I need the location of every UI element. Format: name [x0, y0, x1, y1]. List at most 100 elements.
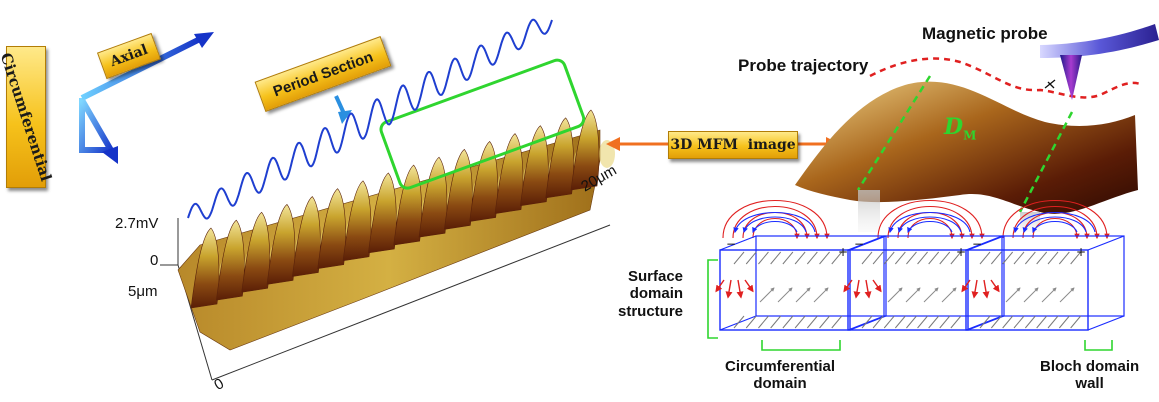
surface-ridge	[570, 109, 600, 191]
mfm-signal-line	[187, 18, 553, 220]
hatch-line	[990, 251, 1002, 265]
magnetization-arrow	[1059, 287, 1075, 303]
hatch-line	[758, 315, 769, 329]
hatch-line	[861, 251, 873, 265]
hatch-line	[758, 251, 769, 265]
domain-block-edge	[1087, 315, 1125, 331]
stray-field-loop-blue	[752, 220, 798, 234]
domain-block-back	[883, 235, 1005, 317]
magnetization-arrow	[887, 287, 903, 303]
hatch-line	[1024, 315, 1036, 329]
magnetization-arrow	[795, 287, 811, 303]
mfm-surface	[795, 81, 1138, 214]
hatch-line	[939, 251, 951, 265]
bloch-bracket	[1084, 340, 1113, 351]
surface-bump	[599, 140, 615, 168]
hatch-line	[819, 251, 830, 265]
stray-field-loop	[722, 200, 830, 240]
hatch-line	[1070, 251, 1082, 265]
domain-block-edge	[849, 235, 887, 251]
stray-field-loop	[887, 206, 975, 240]
surface-ridges	[190, 109, 615, 309]
wall-spin-arrow	[853, 279, 861, 299]
hatch-line	[979, 251, 991, 265]
axial-direction-arrow-icon	[80, 35, 204, 101]
magnetization-arrow	[1041, 287, 1057, 303]
hatch-line	[872, 251, 884, 265]
hatch-line	[770, 251, 782, 265]
charge-mark: +	[838, 245, 848, 259]
circumferential-bracket	[761, 340, 841, 351]
stray-field-lines	[722, 200, 1110, 240]
domain-block-edge	[1087, 235, 1125, 251]
stray-field-loop-blue	[1013, 211, 1096, 234]
hatch-line	[1036, 251, 1048, 265]
hatch-line	[831, 251, 843, 265]
hatch-line	[894, 251, 906, 265]
hatch-line	[917, 251, 928, 265]
wall-spin-arrow	[843, 279, 853, 293]
hatch-line	[806, 315, 818, 329]
hatch-line	[1002, 251, 1014, 265]
dm-label: DM	[944, 114, 977, 143]
magnetization-arrow	[1023, 287, 1039, 303]
axis-value-top: 2.7mV	[115, 215, 159, 232]
stray-field-loop-blue	[1022, 216, 1087, 234]
circumferential-label: Circumferential	[0, 46, 55, 188]
surface-bracket	[707, 259, 718, 339]
circumferential-direction-arrow-icon	[79, 98, 115, 154]
stray-field-loop	[1012, 206, 1100, 240]
probe-trajectory-line	[869, 57, 1141, 99]
dm-boundary-right	[1018, 111, 1074, 213]
wall-spin-arrow	[744, 279, 754, 293]
hatch-line	[906, 315, 917, 329]
hatch-line	[894, 315, 906, 329]
hatch-line	[770, 315, 782, 329]
hatch-line	[1058, 315, 1070, 329]
magnetization-arrow	[923, 287, 939, 303]
axis-arrows	[79, 32, 214, 164]
axis-value-zero-left: 0	[150, 252, 159, 269]
probe-trajectory-label: Probe trajectory	[738, 56, 869, 75]
stray-field-loop-blue	[897, 216, 962, 234]
domain-block-edge	[847, 235, 885, 251]
axis-value-5um: 5μm	[128, 283, 158, 300]
wall-spin-arrow	[715, 279, 725, 293]
stray-field-loop	[1002, 200, 1110, 240]
hatch-line	[1013, 315, 1025, 329]
hatch-line	[1058, 251, 1070, 265]
hatch-line	[883, 251, 895, 265]
domain-block-edge	[965, 235, 1003, 251]
charge-mark: −	[854, 237, 864, 251]
period-section-box	[379, 58, 586, 190]
hatch-line	[831, 315, 843, 329]
wall-spin-arrow	[982, 279, 990, 299]
domain-structure: −+−+−+	[707, 200, 1125, 351]
charge-mark: −	[726, 237, 736, 251]
hatch-line	[745, 251, 757, 265]
domain-block-edge	[967, 315, 1005, 331]
domain-block-edge	[849, 315, 887, 331]
stray-field-loop-blue	[907, 220, 953, 234]
afm-3d-surface	[160, 58, 615, 381]
hatch-line	[950, 251, 962, 265]
hatch-line	[928, 251, 940, 265]
hatch-line	[819, 315, 830, 329]
domain-block-edge	[719, 235, 757, 251]
wall-spin-arrow	[990, 279, 1000, 293]
hatch-line	[782, 251, 794, 265]
wall-spin-arrow	[971, 279, 979, 299]
hatch-line	[939, 315, 951, 329]
magnetic-probe	[1040, 24, 1159, 100]
hatch-line	[990, 315, 1002, 329]
hatch-line	[979, 315, 991, 329]
magnetization-arrow	[777, 287, 793, 303]
mfm-surface-3d	[795, 57, 1141, 232]
hatch-line	[917, 315, 928, 329]
hatch-line	[782, 315, 794, 329]
hatch-line	[1036, 315, 1048, 329]
hatch-line	[1047, 251, 1059, 265]
axial-arrow-icon	[79, 98, 112, 153]
mfm-image-label: 3D MFM image	[668, 131, 798, 159]
